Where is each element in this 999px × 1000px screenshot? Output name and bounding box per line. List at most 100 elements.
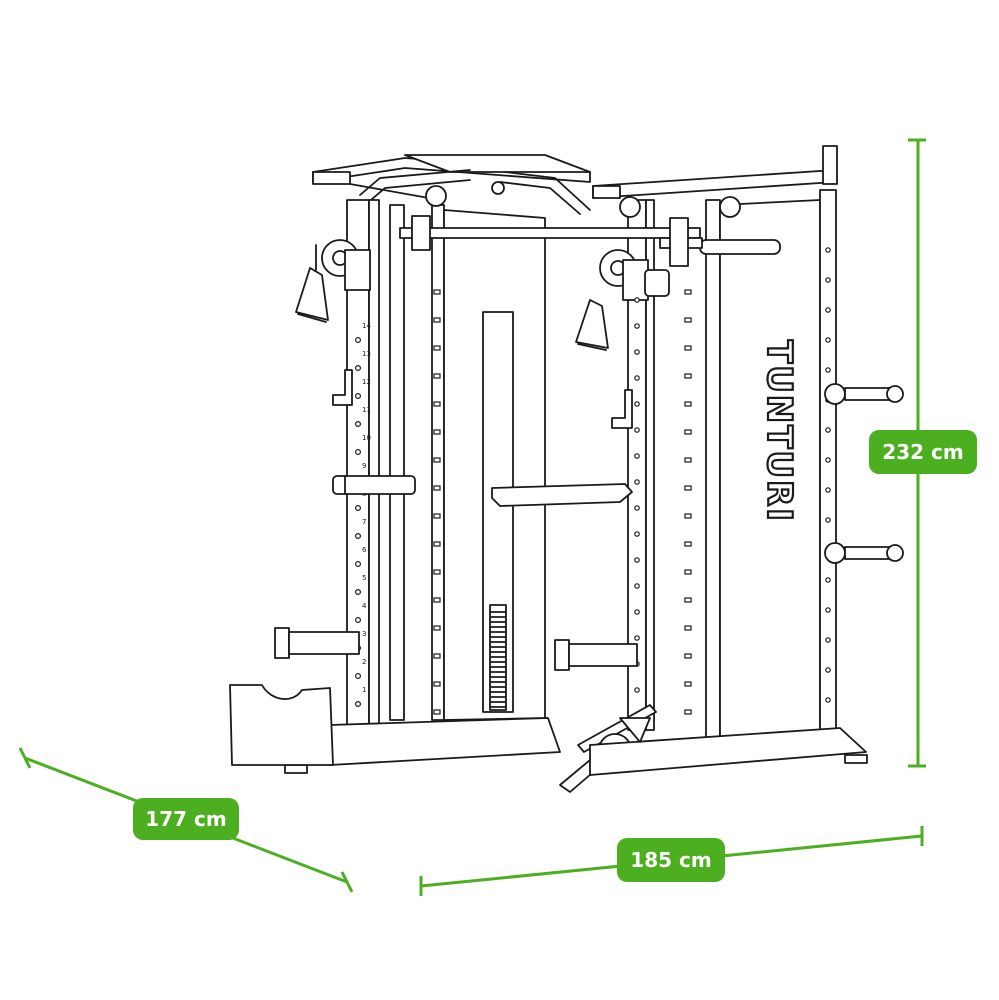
upright-hole: [684, 541, 692, 547]
upright-hole: [433, 457, 441, 463]
upright-hole: [355, 449, 362, 456]
upright-hole: [825, 307, 831, 313]
upright-hole: [433, 485, 441, 491]
upright-hole: [634, 427, 640, 433]
upright-hole: [433, 317, 441, 323]
upright-hole: [355, 393, 362, 400]
upright-hole: [355, 505, 362, 512]
upright-hole: [684, 289, 692, 295]
upright-hole: [433, 709, 441, 715]
right-spotter-arm: [554, 639, 638, 671]
upright-hole: [355, 421, 362, 428]
upright-hole: [634, 479, 640, 485]
height-label-badge: [869, 430, 977, 474]
upright-hole: [433, 625, 441, 631]
upright-hole: [825, 667, 831, 673]
dimension-width: 185 cm: [419, 826, 924, 896]
upright-hole: [825, 517, 831, 523]
upright-hole: [634, 375, 640, 381]
left-spotter-arm: [274, 627, 360, 659]
right-d-handle: [575, 299, 609, 351]
upright-hole: [825, 427, 831, 433]
upright-hole: [684, 625, 692, 631]
weight-scale-number: 10: [362, 434, 371, 442]
upright-hole: [433, 653, 441, 659]
weight-scale-number: 9: [362, 462, 366, 470]
right-upright: [819, 189, 837, 746]
weight-scale-number: 5: [362, 574, 366, 582]
top-right-beam: [592, 145, 838, 199]
weight-scale-number: 3: [362, 630, 366, 638]
upright-hole: [684, 569, 692, 575]
upright-hole: [433, 597, 441, 603]
upper-pulleys: [411, 185, 741, 267]
right-j-hook: [611, 389, 633, 429]
upright-hole: [684, 317, 692, 323]
dimension-height: 232 cm: [869, 138, 977, 768]
weight-scale-number: 13: [362, 350, 371, 358]
left-stack-panel: [431, 204, 546, 721]
upright-hole: [355, 365, 362, 372]
left-bar-holder: [332, 475, 416, 495]
upright-hole: [825, 487, 831, 493]
weight-scale-number: 1: [362, 686, 366, 694]
upright-hole: [355, 616, 362, 623]
plate-peg-upper: [824, 383, 904, 405]
upright-hole: [433, 289, 441, 295]
upright-hole: [634, 609, 640, 615]
upright-hole: [684, 373, 692, 379]
weight-scale-number: 11: [362, 406, 371, 414]
upright-hole: [825, 697, 831, 703]
upright-hole: [825, 607, 831, 613]
upright-hole: [433, 513, 441, 519]
dimension-depth: 177 cm: [18, 747, 354, 893]
upright-hole: [355, 560, 362, 567]
height-label: 232 cm: [882, 440, 963, 464]
weight-scale-number: 6: [362, 546, 367, 554]
upright-hole: [684, 457, 692, 463]
upright-hole: [684, 429, 692, 435]
upright-hole: [825, 367, 831, 373]
upright-hole: [825, 247, 831, 253]
right-brand-panel: TUNTURI: [705, 199, 821, 741]
weight-scale-number: 12: [362, 378, 371, 386]
upright-hole: [684, 485, 692, 491]
upright-hole: [825, 577, 831, 583]
upright-hole: [634, 687, 640, 693]
upright-hole: [634, 635, 640, 641]
left-pulley: [321, 239, 371, 291]
upright-hole: [355, 672, 362, 679]
upright-hole: [634, 401, 640, 407]
upright-hole: [433, 569, 441, 575]
pullup-handles: [359, 169, 591, 215]
depth-label-badge: [133, 798, 239, 840]
upright-hole: [684, 709, 692, 715]
base-frame: [284, 717, 868, 776]
top-left-beam: [312, 154, 591, 201]
upright-hole: [634, 557, 640, 563]
upright-hole: [433, 373, 441, 379]
upright-hole: [634, 531, 640, 537]
upright-hole: [634, 349, 640, 355]
upright-hole: [355, 700, 362, 707]
upright-hole: [433, 345, 441, 351]
left-j-hook: [332, 369, 353, 406]
weight-scale-number: 2: [362, 658, 366, 666]
rack-drawing: TUNTURI: [229, 145, 904, 793]
upright-hole: [684, 513, 692, 519]
weight-stack: [490, 611, 506, 708]
upright-hole: [634, 583, 640, 589]
upright-hole: [684, 653, 692, 659]
upright-hole: [684, 401, 692, 407]
upright-hole: [684, 681, 692, 687]
left-upright: [346, 199, 405, 726]
width-label: 185 cm: [630, 848, 711, 872]
plate-holder-block: [229, 684, 334, 766]
center-dip-bar: [491, 483, 633, 507]
weight-scale-number: 7: [362, 518, 366, 526]
upright-hole: [825, 637, 831, 643]
upright-hole: [634, 323, 640, 329]
left-d-handle: [295, 244, 329, 323]
upright-hole: [433, 541, 441, 547]
